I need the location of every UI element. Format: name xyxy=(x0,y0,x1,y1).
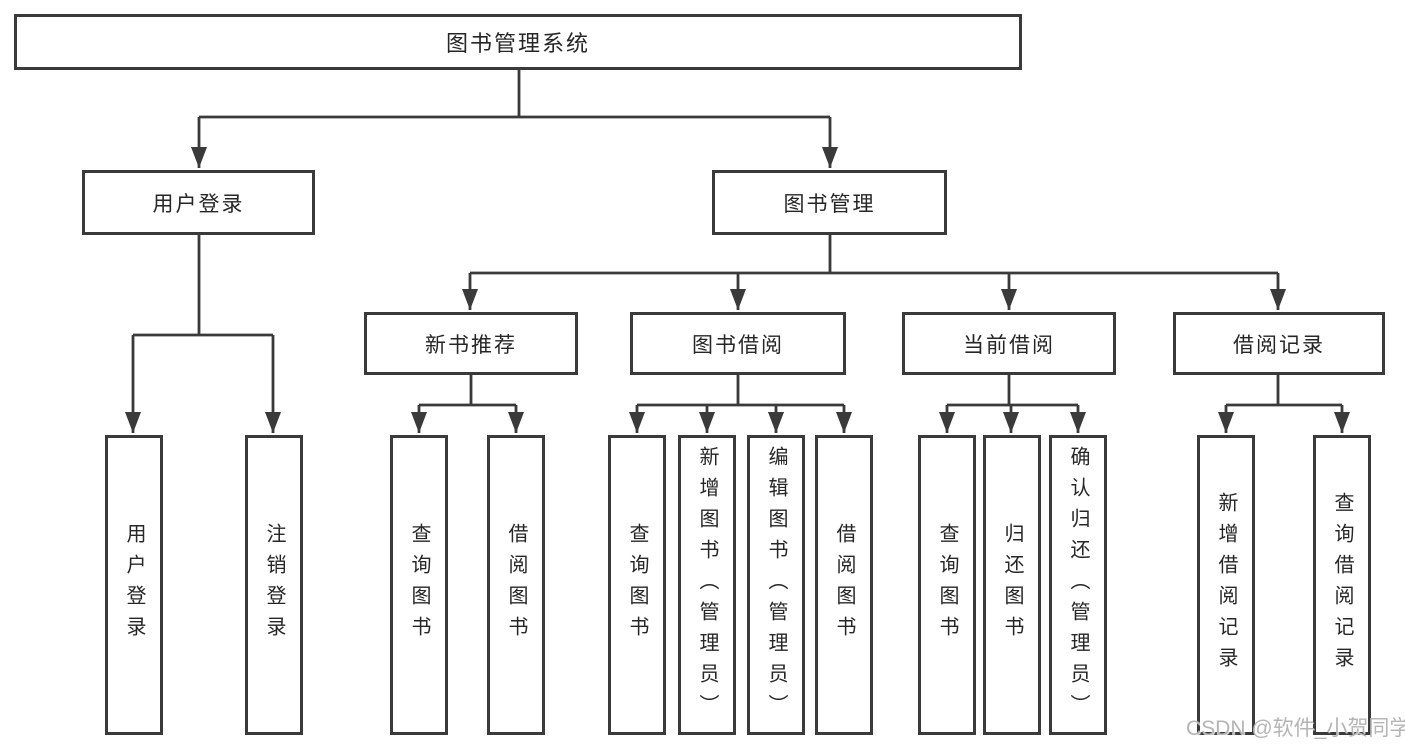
leaf-logout: 注销登录 xyxy=(245,435,303,735)
node-label: 用户登录 xyxy=(123,523,145,647)
node-label: 借阅图书 xyxy=(505,523,527,647)
leaf-confirm-return-admin: 确认归还（管理员） xyxy=(1049,435,1107,735)
node-current-borrowing: 当前借阅 xyxy=(902,312,1116,375)
leaf-query-books-borrowing: 查询图书 xyxy=(608,435,666,735)
node-label: 查询图书 xyxy=(626,523,648,647)
node-label: 新增图书（管理员） xyxy=(696,445,718,725)
node-label: 查询图书 xyxy=(408,523,430,647)
node-book-borrowing: 图书借阅 xyxy=(630,312,846,375)
node-borrowing-records: 借阅记录 xyxy=(1173,312,1385,375)
leaf-user-login: 用户登录 xyxy=(105,435,163,735)
node-label: 查询借阅记录 xyxy=(1331,492,1353,678)
leaf-query-borrow-record: 查询借阅记录 xyxy=(1313,435,1371,735)
connector-book-borrowing xyxy=(629,375,852,433)
connector-new-book-recommend xyxy=(411,375,524,433)
csdn-watermark: CSDN @软件_小贺同学 xyxy=(1186,717,1405,740)
node-label: 借阅图书 xyxy=(833,523,855,647)
node-new-book-recommend: 新书推荐 xyxy=(364,312,578,375)
leaf-add-books-admin: 新增图书（管理员） xyxy=(678,435,736,735)
node-label: 编辑图书（管理员） xyxy=(765,445,787,725)
leaf-borrow-books-recommend: 借阅图书 xyxy=(487,435,545,735)
connector-user-login xyxy=(125,235,281,433)
node-label: 新书推荐 xyxy=(425,333,517,357)
node-label: 注销登录 xyxy=(263,523,285,647)
node-label: 查询图书 xyxy=(936,523,958,647)
node-book-management: 图书管理 xyxy=(712,170,947,235)
node-label: 确认归还（管理员） xyxy=(1067,445,1089,725)
leaf-edit-books-admin: 编辑图书（管理员） xyxy=(747,435,805,735)
node-label: 图书管理系统 xyxy=(445,31,590,56)
connector-borrowing-records xyxy=(1218,375,1350,433)
leaf-borrow-books-borrowing: 借阅图书 xyxy=(815,435,873,735)
node-user-login: 用户登录 xyxy=(82,170,315,235)
node-label: 图书借阅 xyxy=(692,333,784,357)
leaf-query-books-recommend: 查询图书 xyxy=(390,435,448,735)
node-label: 图书管理 xyxy=(783,192,876,216)
leaf-add-borrow-record: 新增借阅记录 xyxy=(1197,435,1255,735)
node-label: 新增借阅记录 xyxy=(1215,492,1237,678)
node-book-management-system: 图书管理系统 xyxy=(14,14,1022,70)
connector-root xyxy=(191,68,838,168)
connector-current-borrowing xyxy=(939,375,1086,433)
node-label: 用户登录 xyxy=(152,192,245,216)
node-label: 当前借阅 xyxy=(963,333,1055,357)
connector-book-management xyxy=(462,235,1286,310)
leaf-return-books: 归还图书 xyxy=(983,435,1041,735)
node-label: 借阅记录 xyxy=(1233,333,1325,357)
node-label: 归还图书 xyxy=(1001,523,1023,647)
leaf-query-books-current: 查询图书 xyxy=(918,435,976,735)
